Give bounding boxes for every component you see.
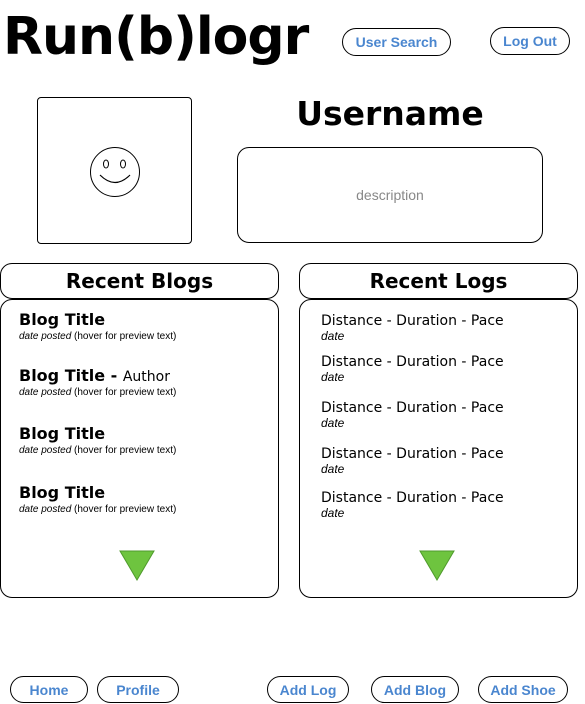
blog-hover-hint: (hover for preview text) [71, 331, 177, 342]
avatar [37, 97, 192, 244]
log-stats: Distance - Duration - Pace [321, 400, 504, 416]
log-date: date [321, 416, 345, 430]
log-date: date [321, 462, 345, 476]
log-list-item[interactable]: Distance - Duration - Pace date [321, 399, 504, 430]
app-logo: Run(b)logr [3, 7, 309, 67]
log-stats: Distance - Duration - Pace [321, 446, 504, 462]
blog-title[interactable]: Blog Title [19, 483, 106, 502]
home-button[interactable]: Home [10, 676, 88, 703]
blog-title[interactable]: Blog Title [19, 310, 106, 329]
blog-list-item[interactable]: Blog Title date posted (hover for previe… [19, 424, 176, 457]
recent-blogs-heading: Recent Blogs [0, 263, 279, 299]
description-box: description [237, 147, 543, 243]
logout-button[interactable]: Log Out [490, 27, 570, 55]
log-date: date [321, 370, 345, 384]
description-text: description [356, 187, 424, 203]
blog-date: date posted [19, 387, 72, 398]
add-shoe-button[interactable]: Add Shoe [478, 676, 568, 703]
green-down-triangle-icon[interactable] [419, 550, 455, 582]
add-log-button[interactable]: Add Log [267, 676, 349, 703]
log-list-item[interactable]: Distance - Duration - Pace date [321, 312, 504, 343]
blog-title[interactable]: Blog Title [19, 366, 106, 385]
user-search-button[interactable]: User Search [342, 28, 451, 56]
log-list-item[interactable]: Distance - Duration - Pace date [321, 489, 504, 520]
log-stats: Distance - Duration - Pace [321, 354, 504, 370]
green-down-triangle-icon[interactable] [119, 550, 155, 582]
blog-hover-hint: (hover for preview text) [71, 504, 177, 515]
log-stats: Distance - Duration - Pace [321, 313, 504, 329]
recent-logs-heading: Recent Logs [299, 263, 578, 299]
blog-date: date posted [19, 445, 72, 456]
log-date: date [321, 506, 345, 520]
profile-button[interactable]: Profile [97, 676, 179, 703]
blog-list-item[interactable]: Blog Title date posted (hover for previe… [19, 310, 176, 343]
log-list-item[interactable]: Distance - Duration - Pace date [321, 353, 504, 384]
blog-date: date posted [19, 331, 72, 342]
log-stats: Distance - Duration - Pace [321, 490, 504, 506]
blog-hover-hint: (hover for preview text) [71, 445, 177, 456]
add-blog-button[interactable]: Add Blog [371, 676, 459, 703]
blog-list-item[interactable]: Blog Title - Author date posted (hover f… [19, 366, 177, 398]
username-heading: Username [296, 94, 484, 133]
blog-date: date posted [19, 504, 72, 515]
smiley-face-icon [90, 147, 140, 197]
blog-hover-hint: (hover for preview text) [71, 387, 177, 398]
log-list-item[interactable]: Distance - Duration - Pace date [321, 445, 504, 476]
blog-list-item[interactable]: Blog Title date posted (hover for previe… [19, 483, 176, 516]
blog-author: Author [122, 369, 170, 385]
recent-logs-panel: Distance - Duration - Pace date Distance… [299, 299, 578, 598]
recent-blogs-panel: Blog Title date posted (hover for previe… [0, 299, 279, 598]
log-date: date [321, 329, 345, 343]
blog-title[interactable]: Blog Title [19, 424, 106, 443]
